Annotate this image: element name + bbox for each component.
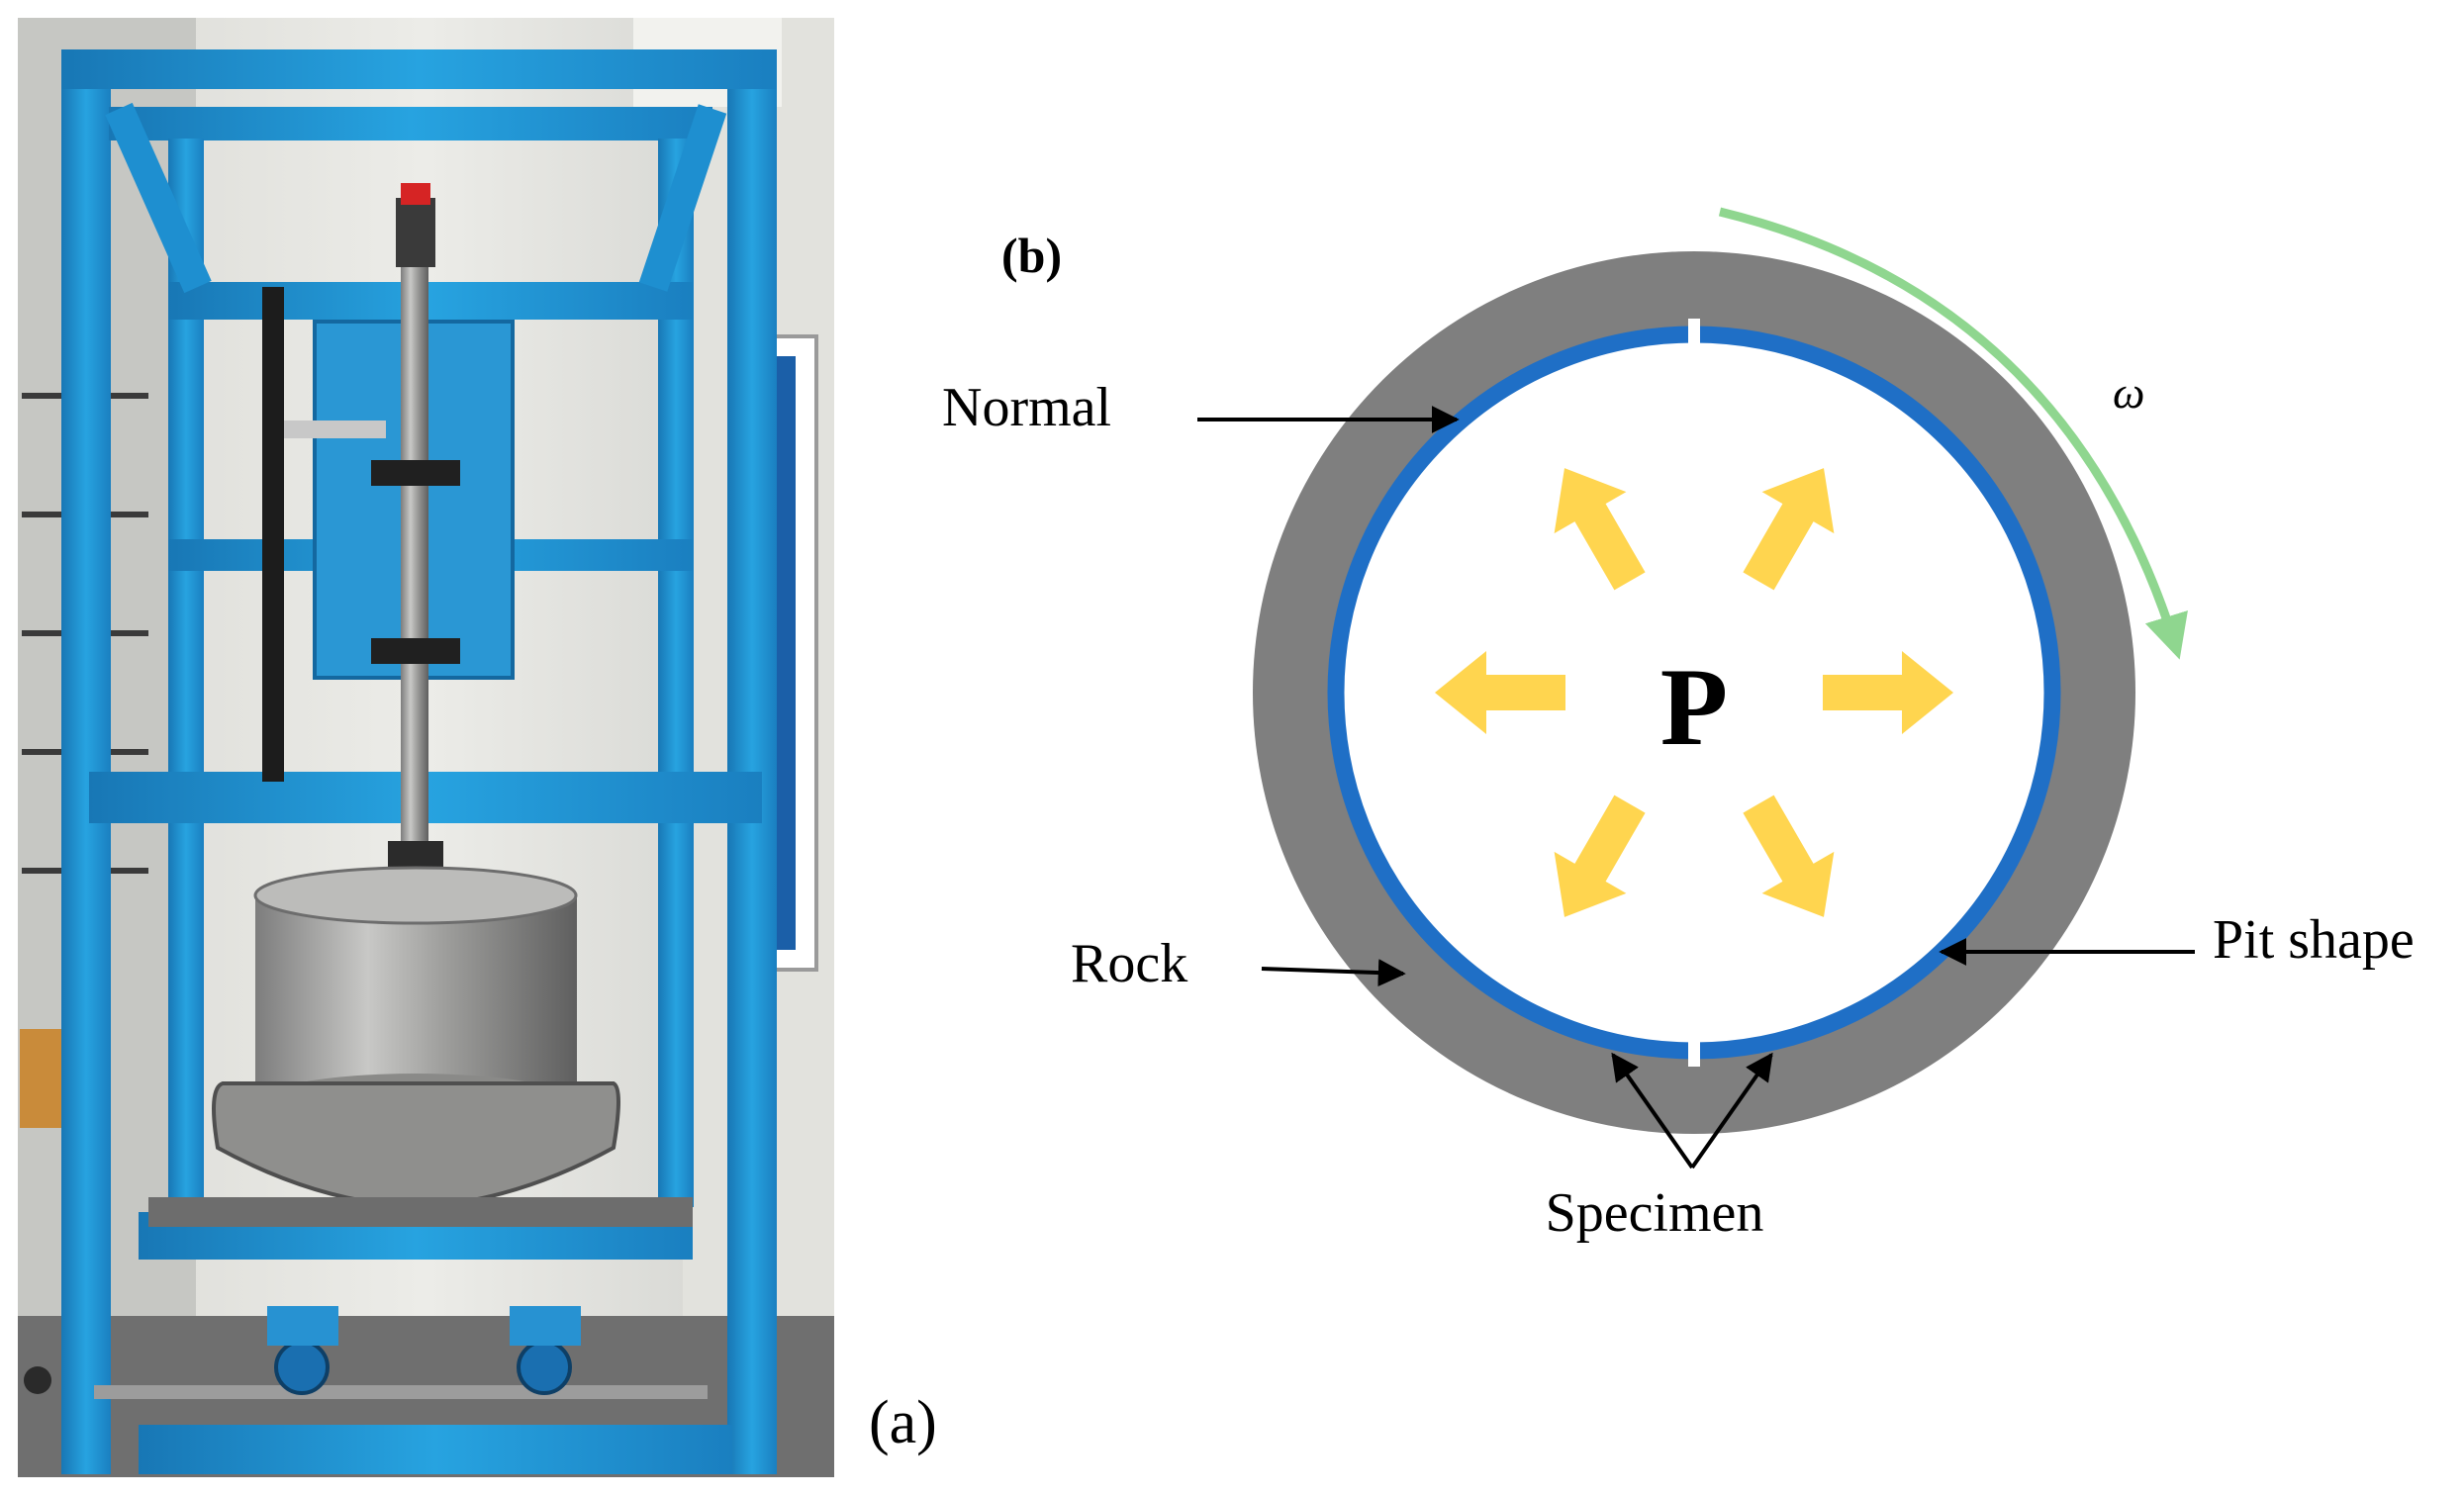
panel-b-label: (b) — [1001, 228, 1062, 283]
pressure-arrows — [1435, 468, 1953, 917]
test-rig-frame — [61, 49, 777, 1474]
frame-braces — [105, 102, 727, 294]
handwheel — [24, 1366, 51, 1394]
pointer-rock — [1261, 959, 1406, 987]
sensor-bracket — [277, 421, 386, 438]
label-normal: Normal — [942, 377, 1111, 438]
rotation-arrow-icon — [1718, 207, 2188, 660]
pressure-arrow-icon — [1743, 468, 1835, 591]
loading-shaft — [401, 247, 428, 841]
pressure-arrow-icon — [1743, 795, 1835, 917]
pressure-label: P — [1660, 646, 1728, 769]
label-pit-shape: Pit shape — [2213, 909, 2415, 971]
pressure-arrow-icon — [1554, 468, 1646, 591]
pointer-specimen-left — [1611, 1052, 1694, 1170]
pressure-arrow-icon — [1554, 795, 1646, 917]
shaft-clamps — [371, 460, 460, 664]
rotation-label: ω — [2113, 367, 2144, 418]
panel-a-label: (a) — [869, 1389, 937, 1456]
pointer-specimen-right — [1690, 1052, 1773, 1170]
pressure-arrow-icon — [1435, 651, 1565, 734]
label-rock: Rock — [1071, 933, 1187, 994]
pressure-arrow-icon — [1823, 651, 1953, 734]
cable-chain — [262, 287, 284, 782]
label-specimen: Specimen — [1546, 1182, 1764, 1244]
motor-cap — [401, 183, 430, 205]
specimen-gap-bottom — [1688, 1031, 1700, 1067]
platform — [148, 1197, 693, 1227]
motor-housing — [396, 198, 435, 267]
photo-side-panel-strip — [774, 356, 796, 950]
specimen-gap-top — [1688, 319, 1700, 354]
drive-assembly — [94, 1306, 708, 1399]
cavity — [1349, 347, 2039, 1038]
